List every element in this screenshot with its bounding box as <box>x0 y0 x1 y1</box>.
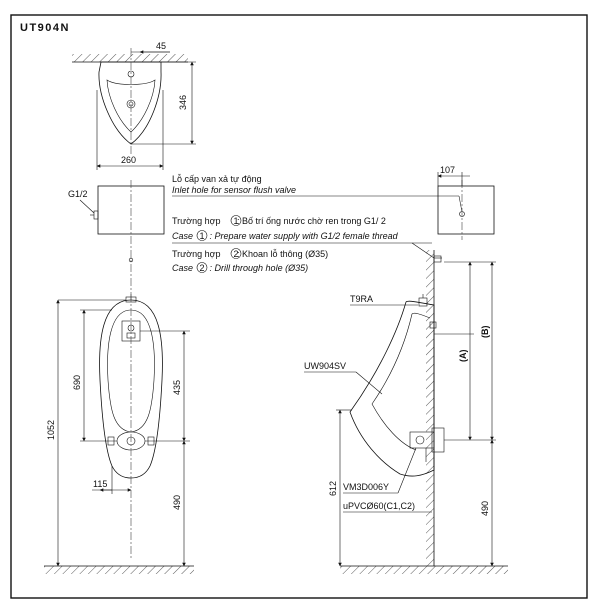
side-floor-hatch <box>340 566 508 574</box>
case1-en-num: 1 <box>200 231 205 241</box>
label-upvc: uPVCØ60(C1,C2) <box>343 501 415 511</box>
svg-text:Case : Prepare water sup: Case : Prepare water supply with G1/2 fe… <box>172 231 399 241</box>
dim-1052: 1052 <box>46 420 56 440</box>
dim-115: 115 <box>93 479 107 489</box>
case2-en-a: Case <box>172 263 193 273</box>
side-wall-hatch <box>426 250 434 566</box>
front-floor-hatch <box>44 566 194 574</box>
model-title: UT904N <box>20 22 70 34</box>
svg-text:Case : Drill through hol: Case : Drill through hole (Ø35) <box>172 263 308 273</box>
urinal-top-outline <box>98 61 162 145</box>
case1-en-circle-icon <box>196 230 208 241</box>
dim-260: 260 <box>121 155 136 165</box>
case2-vi-a: Trường hợp <box>172 249 221 259</box>
case2-vi-b: : Khoan lỗ thông (Ø35) <box>237 249 328 259</box>
dim-690: 690 <box>72 375 82 390</box>
urinal-top-bowl <box>106 79 156 133</box>
side-view: 107 T9RA UW904SV VM3D006Y uPVCØ60(C1,C2) <box>304 165 508 574</box>
top-wall-hatch <box>72 54 188 62</box>
dim-a: (A) <box>458 350 468 363</box>
label-g12: G1/2 <box>68 189 88 199</box>
drawing-frame <box>10 14 588 599</box>
side-valve-box <box>437 185 495 235</box>
sensor-valve-front: G1/2 <box>68 180 165 300</box>
top-view: 45 346 260 <box>72 41 196 170</box>
case2-num: 2 <box>234 249 239 259</box>
case1-en-a: Case <box>172 231 193 241</box>
svg-text:Trường hợp : Bố trí ống: Trường hợp : Bố trí ống nước chờ ren tro… <box>172 216 386 226</box>
case2-en-circle-icon <box>196 262 208 273</box>
case2-en-num: 2 <box>200 263 205 273</box>
inlet-label-en: Inlet hole for sensor flush valve <box>172 185 296 195</box>
case1-vi-b: : Bố trí ống nước chờ ren trong G1/ 2 <box>237 216 386 226</box>
dim-490-right: 490 <box>480 501 490 516</box>
label-t9ra: T9RA <box>350 294 373 304</box>
case1-circle-icon <box>230 215 242 226</box>
front-view: 1052 690 435 490 115 <box>44 294 194 574</box>
dim-45: 45 <box>156 41 166 51</box>
dim-b: (B) <box>480 326 490 339</box>
label-vm3d006y: VM3D006Y <box>343 482 389 492</box>
dim-490-left: 490 <box>172 495 182 510</box>
case1-num: 1 <box>234 216 239 226</box>
dim-107: 107 <box>440 165 455 175</box>
svg-text:Trường hợp : Khoan lỗ th: Trường hợp : Khoan lỗ thông (Ø35) <box>172 249 328 259</box>
dim-346: 346 <box>178 95 188 110</box>
dim-435: 435 <box>172 380 182 395</box>
case1-vi-a: Trường hợp <box>172 216 221 226</box>
case-notes: Trường hợp : Bố trí ống nước chờ ren tro… <box>172 215 435 273</box>
inlet-label-vi: Lỗ cấp van xả tự động <box>172 174 262 184</box>
label-uw904sv: UW904SV <box>304 361 346 371</box>
case2-en-b: : Drill through hole (Ø35) <box>210 263 309 273</box>
dim-612: 612 <box>328 481 338 496</box>
urinal-side-outline <box>349 300 435 477</box>
side-drain-fitting <box>409 431 435 449</box>
case1-en-b: : Prepare water supply with G1/2 female … <box>210 231 399 241</box>
case2-circle-icon <box>230 248 242 259</box>
